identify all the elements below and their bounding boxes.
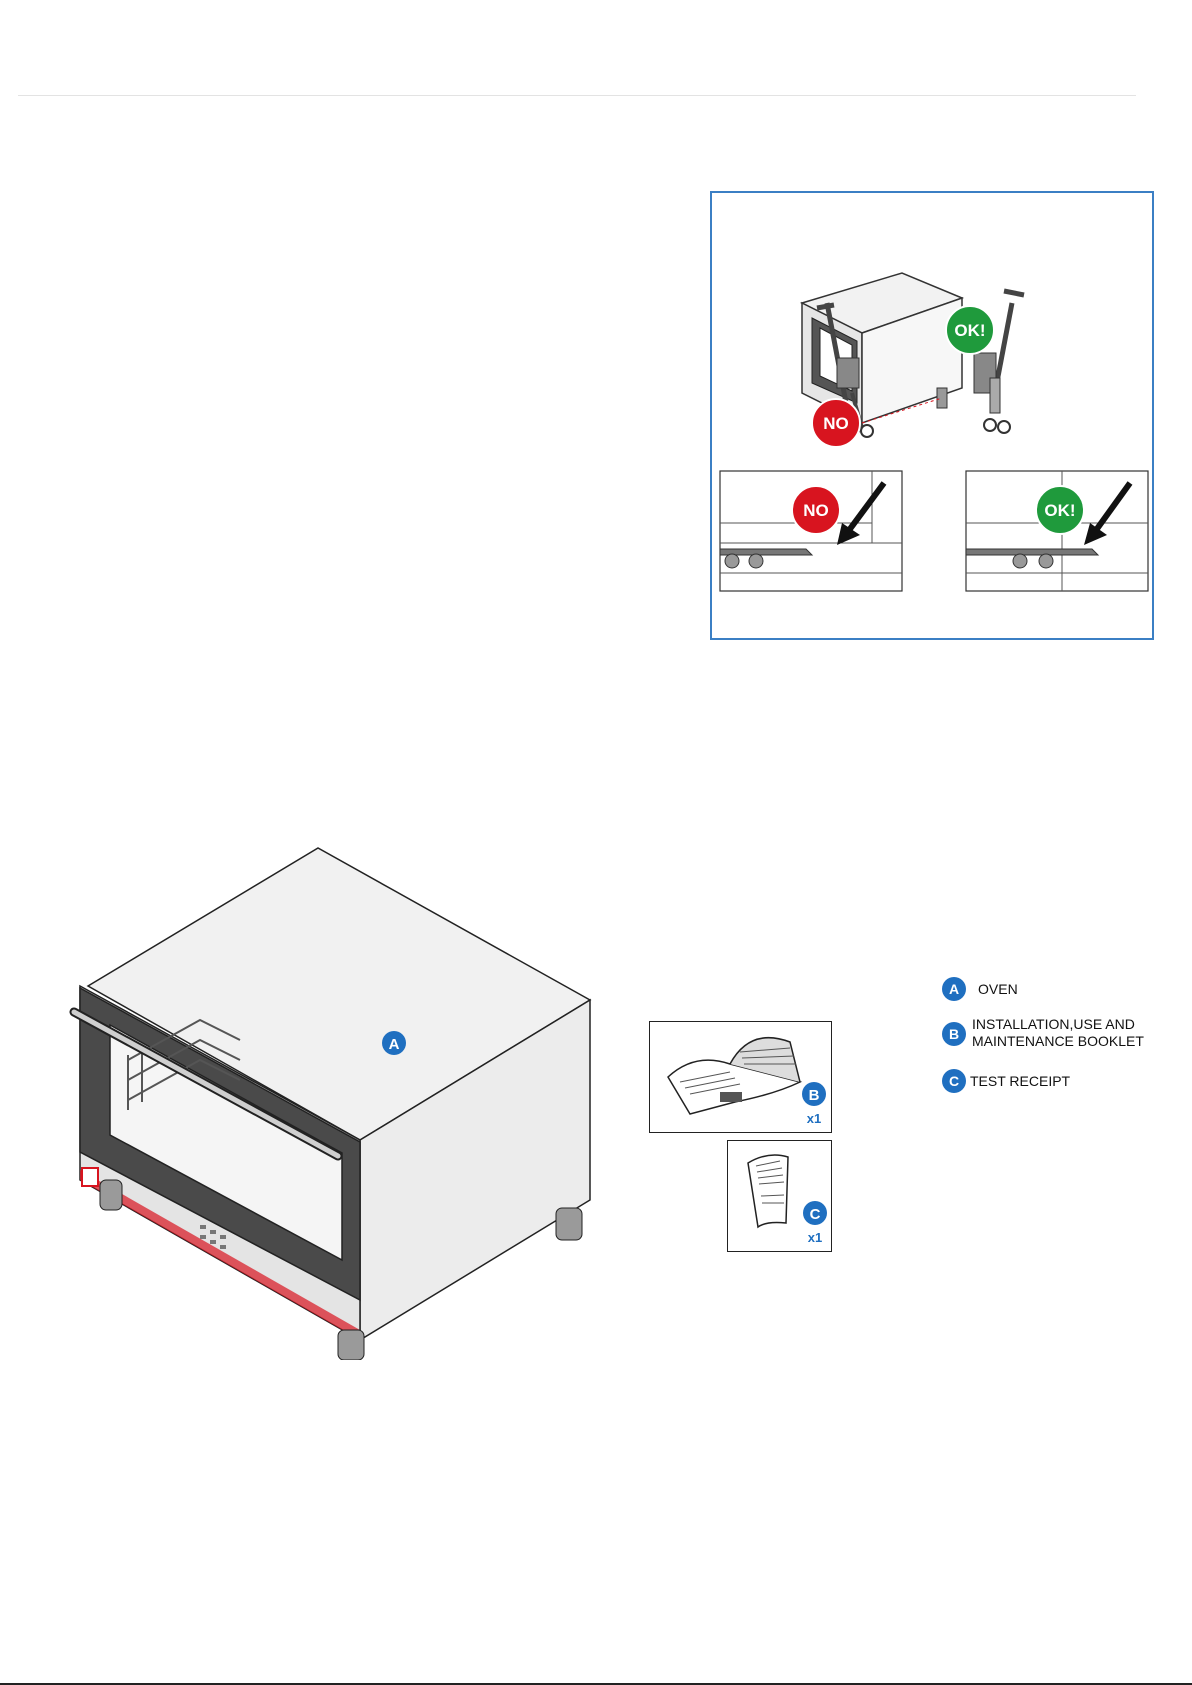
booklet-marker-b: B [802, 1082, 826, 1106]
legend-marker-c: C [942, 1069, 966, 1093]
svg-text:A: A [389, 1036, 400, 1053]
no-badge-top: NO [812, 399, 860, 447]
booklet-accessory-box: B x1 [649, 1021, 832, 1133]
ok-badge-detail: OK! [1036, 486, 1084, 534]
svg-text:OK!: OK! [1044, 501, 1075, 520]
svg-text:B: B [809, 1087, 820, 1104]
legend-marker-a: A [942, 977, 966, 1001]
ok-badge-top: OK! [946, 306, 994, 354]
booklet-icon [668, 1038, 800, 1114]
forklift-handling-diagram: OK! NO NO [710, 191, 1154, 640]
legend-marker-b: B [942, 1022, 966, 1046]
oven-illustration: A [60, 840, 620, 1360]
booklet-quantity: x1 [807, 1111, 821, 1126]
legend-label-oven: OVEN [978, 981, 1018, 998]
legend-label-booklet-line2: MAINTENANCE BOOKLET [972, 1033, 1144, 1050]
receipt-marker-c: C [803, 1201, 827, 1225]
legend-item-test-receipt: C TEST RECEIPT [942, 1069, 1070, 1093]
legend-label-booklet-line1: INSTALLATION,USE AND [972, 1016, 1144, 1033]
oven-marker-a: A [382, 1031, 406, 1055]
svg-text:NO: NO [823, 414, 849, 433]
svg-text:C: C [810, 1206, 821, 1223]
receipt-accessory-box: C x1 [727, 1140, 832, 1252]
svg-text:OK!: OK! [954, 321, 985, 340]
svg-text:NO: NO [803, 501, 829, 520]
legend-item-oven: A OVEN [942, 977, 1018, 1001]
top-divider [18, 95, 1136, 96]
test-receipt-icon [748, 1155, 788, 1227]
legend-item-booklet: B INSTALLATION,USE AND MAINTENANCE BOOKL… [942, 1016, 1144, 1050]
no-badge-detail: NO [792, 486, 840, 534]
receipt-quantity: x1 [808, 1230, 822, 1245]
legend-label-test-receipt: TEST RECEIPT [970, 1073, 1070, 1090]
